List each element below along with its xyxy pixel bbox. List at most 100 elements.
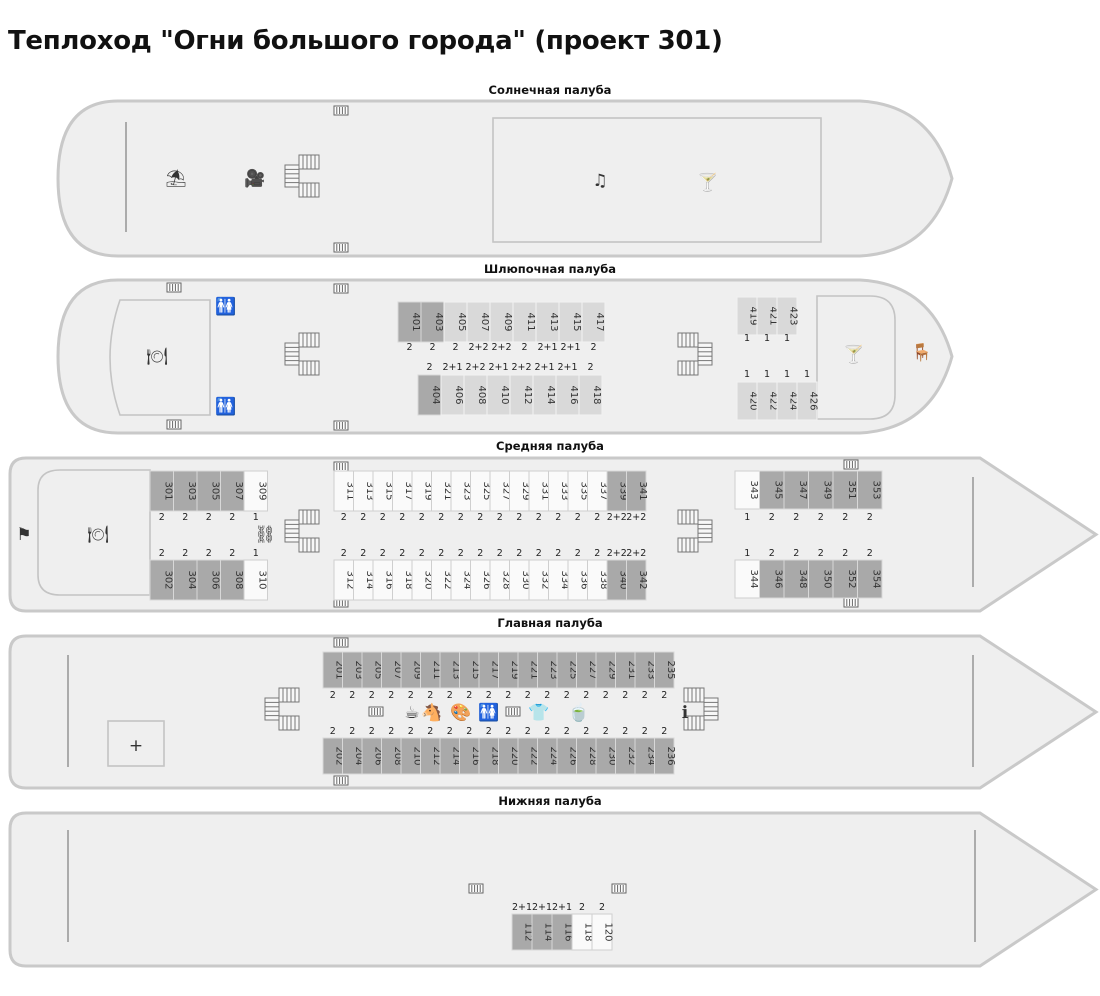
cabin-206[interactable]: 206 [361,737,383,775]
cabin-408[interactable]: 408 [463,374,488,416]
cabin-414[interactable]: 414 [532,374,557,416]
cabin-311[interactable]: 311 [333,470,355,512]
cabin-334[interactable]: 334 [548,559,570,601]
cabin-225[interactable]: 225 [556,651,578,689]
cabin-404[interactable]: 404 [417,374,442,416]
cabin-322[interactable]: 322 [431,559,453,601]
cabin-324[interactable]: 324 [450,559,472,601]
cabin-336[interactable]: 336 [567,559,589,601]
cabin-310[interactable]: 310 [243,559,268,601]
cabin-326[interactable]: 326 [470,559,492,601]
cabin-226[interactable]: 226 [556,737,578,775]
cabin-219[interactable]: 219 [498,651,520,689]
cabin-331[interactable]: 331 [528,470,550,512]
cabin-315[interactable]: 315 [372,470,394,512]
cabin-423[interactable]: 423 [776,296,799,336]
cabin-345[interactable]: 345 [759,470,785,510]
cabin-204[interactable]: 204 [342,737,364,775]
cabin-424[interactable]: 424 [776,381,799,421]
cabin-223[interactable]: 223 [537,651,559,689]
cabin-306[interactable]: 306 [196,559,221,601]
cabin-118[interactable]: 118 [571,913,594,951]
cabin-328[interactable]: 328 [489,559,511,601]
cabin-224[interactable]: 224 [537,737,559,775]
cabin-329[interactable]: 329 [509,470,531,512]
cabin-228[interactable]: 228 [576,737,598,775]
cabin-354[interactable]: 354 [857,559,883,599]
cabin-348[interactable]: 348 [783,559,809,599]
cabin-232[interactable]: 232 [615,737,637,775]
cabin-316[interactable]: 316 [372,559,394,601]
cabin-301[interactable]: 301 [149,470,174,512]
cabin-215[interactable]: 215 [459,651,481,689]
cabin-211[interactable]: 211 [420,651,442,689]
cabin-320[interactable]: 320 [411,559,433,601]
cabin-421[interactable]: 421 [756,296,779,336]
cabin-309[interactable]: 309 [243,470,268,512]
cabin-231[interactable]: 231 [615,651,637,689]
cabin-233[interactable]: 233 [634,651,656,689]
cabin-114[interactable]: 114 [531,913,554,951]
cabin-422[interactable]: 422 [756,381,779,421]
cabin-347[interactable]: 347 [783,470,809,510]
cabin-419[interactable]: 419 [736,296,759,336]
cabin-213[interactable]: 213 [439,651,461,689]
cabin-314[interactable]: 314 [353,559,375,601]
cabin-341[interactable]: 341 [626,470,648,512]
cabin-210[interactable]: 210 [400,737,422,775]
cabin-217[interactable]: 217 [478,651,500,689]
cabin-235[interactable]: 235 [654,651,676,689]
cabin-229[interactable]: 229 [595,651,617,689]
cabin-218[interactable]: 218 [478,737,500,775]
cabin-220[interactable]: 220 [498,737,520,775]
cabin-411[interactable]: 411 [512,301,537,343]
cabin-222[interactable]: 222 [517,737,539,775]
cabin-346[interactable]: 346 [759,559,785,599]
cabin-418[interactable]: 418 [578,374,603,416]
cabin-330[interactable]: 330 [509,559,531,601]
cabin-403[interactable]: 403 [420,301,445,343]
cabin-333[interactable]: 333 [548,470,570,512]
cabin-305[interactable]: 305 [196,470,221,512]
cabin-321[interactable]: 321 [431,470,453,512]
cabin-426[interactable]: 426 [796,381,819,421]
cabin-209[interactable]: 209 [400,651,422,689]
cabin-304[interactable]: 304 [173,559,198,601]
cabin-312[interactable]: 312 [333,559,355,601]
cabin-353[interactable]: 353 [857,470,883,510]
cabin-221[interactable]: 221 [517,651,539,689]
cabin-112[interactable]: 112 [511,913,534,951]
cabin-417[interactable]: 417 [581,301,606,343]
cabin-319[interactable]: 319 [411,470,433,512]
cabin-325[interactable]: 325 [470,470,492,512]
cabin-116[interactable]: 116 [551,913,574,951]
cabin-216[interactable]: 216 [459,737,481,775]
cabin-317[interactable]: 317 [392,470,414,512]
cabin-420[interactable]: 420 [736,381,759,421]
cabin-227[interactable]: 227 [576,651,598,689]
cabin-407[interactable]: 407 [466,301,491,343]
cabin-327[interactable]: 327 [489,470,511,512]
cabin-120[interactable]: 120 [591,913,614,951]
cabin-409[interactable]: 409 [489,301,514,343]
cabin-307[interactable]: 307 [220,470,245,512]
cabin-335[interactable]: 335 [567,470,589,512]
cabin-202[interactable]: 202 [322,737,344,775]
cabin-410[interactable]: 410 [486,374,511,416]
cabin-214[interactable]: 214 [439,737,461,775]
cabin-313[interactable]: 313 [353,470,375,512]
cabin-201[interactable]: 201 [322,651,344,689]
cabin-207[interactable]: 207 [381,651,403,689]
cabin-340[interactable]: 340 [606,559,628,601]
cabin-337[interactable]: 337 [587,470,609,512]
cabin-230[interactable]: 230 [595,737,617,775]
cabin-234[interactable]: 234 [634,737,656,775]
cabin-405[interactable]: 405 [443,301,468,343]
cabin-338[interactable]: 338 [587,559,609,601]
cabin-413[interactable]: 413 [535,301,560,343]
cabin-352[interactable]: 352 [832,559,858,599]
cabin-318[interactable]: 318 [392,559,414,601]
cabin-406[interactable]: 406 [440,374,465,416]
cabin-344[interactable]: 344 [734,559,760,599]
cabin-308[interactable]: 308 [220,559,245,601]
